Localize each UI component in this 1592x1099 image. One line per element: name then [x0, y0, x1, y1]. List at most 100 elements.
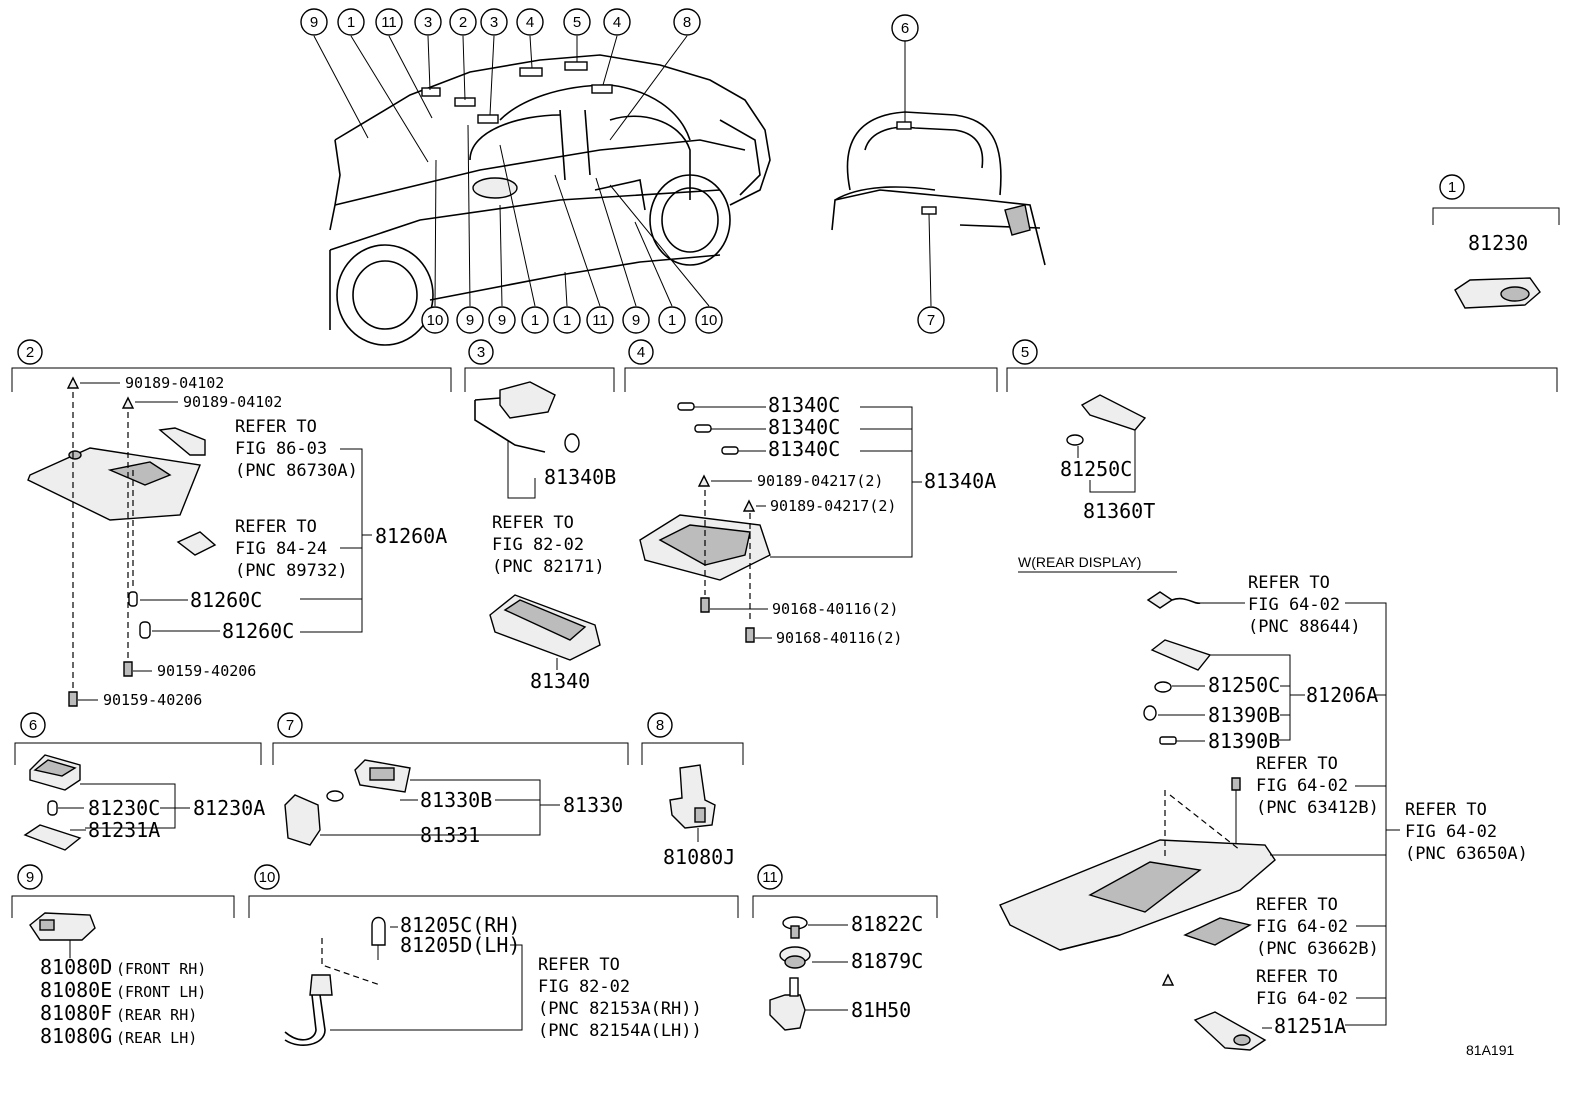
section-4: 4 81340C 81340C 81340C 81340A 90189-0421… — [624, 339, 998, 647]
callout-top-4: 3 — [424, 14, 432, 31]
callout-top-2: 1 — [347, 14, 355, 31]
callout-bottom-8: 1 — [668, 312, 676, 329]
assembly-81340A: 81340A — [924, 469, 996, 493]
subassembly-81206A: 81206A — [1306, 683, 1378, 707]
assembly-81230A: 81230A — [193, 796, 265, 820]
clip-90189-04217-a: 90189-04217(2) — [757, 472, 883, 490]
callout-top-8: 5 — [573, 14, 581, 31]
note-front-rh: (FRONT RH) — [116, 960, 206, 978]
bulb-81260C-a: 81260C — [190, 588, 262, 612]
part-81879C: 81879C — [851, 949, 923, 973]
section-11: 11 81822C 81879C 81H50 — [752, 864, 938, 1031]
section-8-number: 8 — [656, 717, 664, 734]
car-callouts-bottom: 10 9 9 1 1 11 9 1 10 — [421, 306, 723, 334]
car-illustration — [313, 35, 771, 346]
callout-top-6: 3 — [490, 14, 498, 31]
assembly-81360T: 81360T — [1083, 499, 1155, 523]
part-81080G: 81080G — [40, 1024, 112, 1048]
section-2-number: 2 — [26, 344, 34, 361]
section-7-number: 7 — [286, 717, 294, 734]
callout-top-10: 8 — [683, 14, 691, 31]
part-81080E: 81080E — [40, 978, 112, 1002]
part-81080J: 81080J — [663, 845, 735, 869]
part-81340: 81340 — [530, 669, 590, 693]
section-3: 3 81340B REFER TO FIG 82-02 (PNC 82171) … — [464, 339, 616, 693]
callout-trunk-7: 7 — [927, 312, 935, 329]
refer-82-02-line1: REFER TO — [492, 513, 574, 533]
section-6: 6 81230C 81230A 81231A — [14, 712, 265, 851]
callout-top-7: 4 — [526, 14, 534, 31]
bulb-81260C-b: 81260C — [222, 619, 294, 643]
subpart-81390B-b: 81390B — [1208, 729, 1280, 753]
subpart-81250C: 81250C — [1208, 673, 1280, 697]
note-front-lh: (FRONT LH) — [116, 983, 206, 1001]
section-3-number: 3 — [477, 344, 485, 361]
refer-63412B-line3: (PNC 63412B) — [1256, 798, 1379, 818]
refer-63662B-line3: (PNC 63662B) — [1256, 939, 1379, 959]
lens-81331: 81331 — [420, 823, 480, 847]
bulb-81205C-RH: 81205C(RH) — [400, 913, 520, 937]
callout-bottom-2: 9 — [466, 312, 474, 329]
callout-trunk-6: 6 — [901, 20, 909, 37]
screw-90159-40206-a: 90159-40206 — [157, 662, 256, 680]
refer-82153-line2: FIG 82-02 — [538, 977, 630, 997]
bulb-81230C: 81230C — [88, 796, 160, 820]
section-9: 9 81080D (FRONT RH) 81080E (FRONT LH) 81… — [11, 864, 235, 1048]
trunk-illustration: 6 7 — [831, 14, 1046, 334]
part-81230: 81230 — [1468, 231, 1528, 255]
refer-82153-line1: REFER TO — [538, 955, 620, 975]
callout-bottom-1: 10 — [427, 312, 444, 329]
screw-90159-40206-b: 90159-40206 — [103, 691, 202, 709]
refer-82-02-line3: (PNC 82171) — [492, 557, 605, 577]
callout-bottom-9: 10 — [701, 312, 718, 329]
refer-64-02-line2: FIG 64-02 — [1256, 989, 1348, 1009]
refer-86-03-line1: REFER TO — [235, 417, 317, 437]
lamp-81330B: 81330B — [420, 788, 492, 812]
callout-bottom-4: 1 — [531, 312, 539, 329]
refer-86-03-line3: (PNC 86730A) — [235, 461, 358, 481]
fastener-90189-04102-a: 90189-04102 — [125, 374, 224, 392]
bulb-81340C-c: 81340C — [768, 437, 840, 461]
callout-top-1: 9 — [310, 14, 318, 31]
section-2: 2 90189-04102 90189-04102 REFER TO FIG 8… — [11, 339, 452, 709]
refer-82153-line3: (PNC 82153A(RH)) — [538, 999, 702, 1019]
callout-bottom-6: 11 — [592, 312, 608, 329]
refer-88644-line3: (PNC 88644) — [1248, 617, 1361, 637]
section-4-number: 4 — [637, 344, 645, 361]
refer-86-03-line2: FIG 86-03 — [235, 439, 327, 459]
subpart-81390B-a: 81390B — [1208, 703, 1280, 727]
callout-top-3: 11 — [381, 14, 397, 31]
lens-81251A: 81251A — [1274, 1014, 1346, 1038]
part-81H50: 81H50 — [851, 998, 911, 1022]
note-rear-lh: (REAR LH) — [116, 1029, 197, 1047]
section-1-number: 1 — [1448, 179, 1456, 196]
callout-bottom-3: 9 — [498, 312, 506, 329]
part-81080F: 81080F — [40, 1001, 112, 1025]
bulb-81340C-a: 81340C — [768, 393, 840, 417]
refer-64-02-line1: REFER TO — [1256, 967, 1338, 987]
fastener-90189-04102-b: 90189-04102 — [183, 393, 282, 411]
refer-88644-line2: FIG 64-02 — [1248, 595, 1340, 615]
bulb-81205D-LH: 81205D(LH) — [400, 933, 520, 957]
section-7: 7 81330B 81330 81331 — [272, 712, 629, 847]
screw-90168-40116-a: 90168-40116(2) — [772, 600, 898, 618]
section-5: 5 81250C 81360T W(REAR DISPLAY) REFER TO… — [999, 339, 1558, 1051]
refer-63650A-line1: REFER TO — [1405, 800, 1487, 820]
refer-88644-line1: REFER TO — [1248, 573, 1330, 593]
refer-63662B-line2: FIG 64-02 — [1256, 917, 1348, 937]
refer-82153-line4: (PNC 82154A(LH)) — [538, 1021, 702, 1041]
bulb-81340B: 81340B — [544, 465, 616, 489]
callout-bottom-5: 1 — [563, 312, 571, 329]
refer-82-02-line2: FIG 82-02 — [492, 535, 584, 555]
bulb-81340C-b: 81340C — [768, 415, 840, 439]
callout-top-9: 4 — [613, 14, 621, 31]
section-10: 10 81205C(RH) 81205D(LH) REFER TO FIG 82… — [248, 864, 739, 1046]
callout-top-5: 2 — [459, 14, 467, 31]
refer-84-24-line3: (PNC 89732) — [235, 561, 348, 581]
part-81822C: 81822C — [851, 912, 923, 936]
clip-90189-04217-b: 90189-04217(2) — [770, 497, 896, 515]
variant-label: W(REAR DISPLAY) — [1018, 554, 1141, 570]
section-8: 8 81080J — [641, 712, 744, 869]
section-11-number: 11 — [762, 869, 778, 886]
